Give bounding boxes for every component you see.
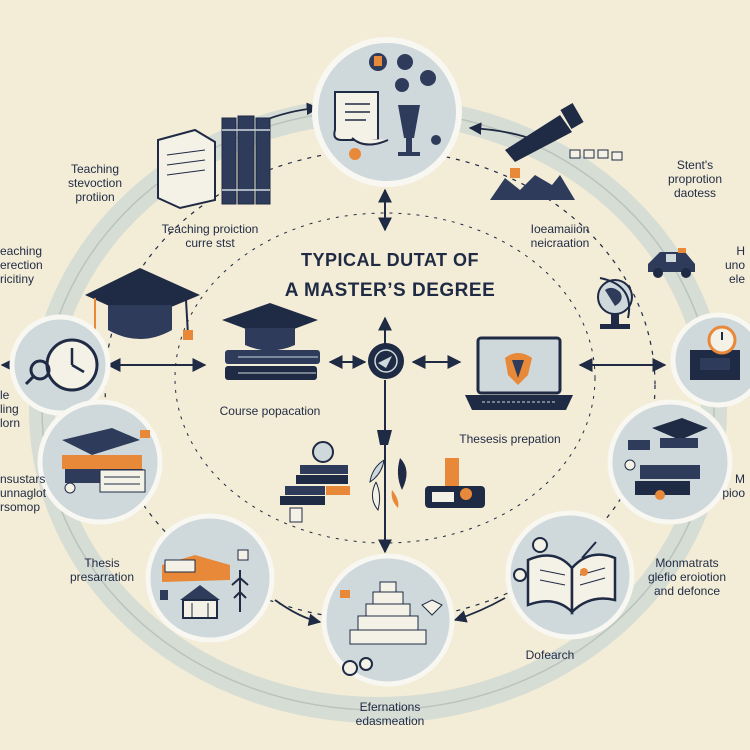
label-left-mid-edge: le ling lorn [0,388,21,430]
target-icon [368,343,404,379]
laptop-icon [465,336,573,410]
title-line-2: A MASTER’S DEGREE [284,280,496,301]
cap-books-icon [222,303,320,380]
center-dashed-ring [174,212,596,544]
right-lower-circle-icon [607,399,733,525]
label-information: Ioeamaiion neicraation [530,222,590,250]
car-icon [648,248,695,278]
label-course-preparation: Course popacation [219,404,321,418]
pyramid-icon [321,553,455,687]
label-right-edge-top: H uno ele [724,244,745,286]
title-line-1: TYPICAL DUTAT OF [301,250,479,270]
plant-icon [369,430,407,512]
scroll-goblet-icon [312,37,462,187]
books-icon [157,115,271,210]
label-left-lower-edge: nsustars unnaglot rsomop [0,472,47,514]
label-right-lower-edge: M pioo [722,472,745,500]
ring-arrow-bottom-right [453,597,506,623]
label-teaching-left: Teaching stevoction protiion [67,162,123,204]
alarm-clock-icon [670,312,750,408]
houses-icon [145,513,275,643]
label-monmatrats: Monmatrats glefio eroiotion and defonce [647,556,727,598]
ring-arrow-bottom-left [274,599,322,626]
lamp-icon [425,458,485,508]
globe-icon [597,277,633,329]
label-teaching-edge: eaching erection ricitiny [0,244,43,286]
clock-icon [9,314,111,416]
small-books-globe-icon [280,441,350,523]
graduation-cap-icon [85,268,200,340]
label-dofearch: Dofearch [525,648,575,662]
label-efernations: Efernations edasmeation [355,700,425,728]
open-book-icon [505,510,635,640]
telescope-icon [490,102,623,200]
label-students-proportion: Stent's proprotion daotess [667,158,723,200]
label-teaching-production: Teaching proiction curre stst [161,222,259,250]
label-thesis-prep-center: Thesesis prepation [459,432,561,446]
label-thesis-preparation: Thesis presarration [69,556,135,584]
book-stack-icon [37,399,163,525]
